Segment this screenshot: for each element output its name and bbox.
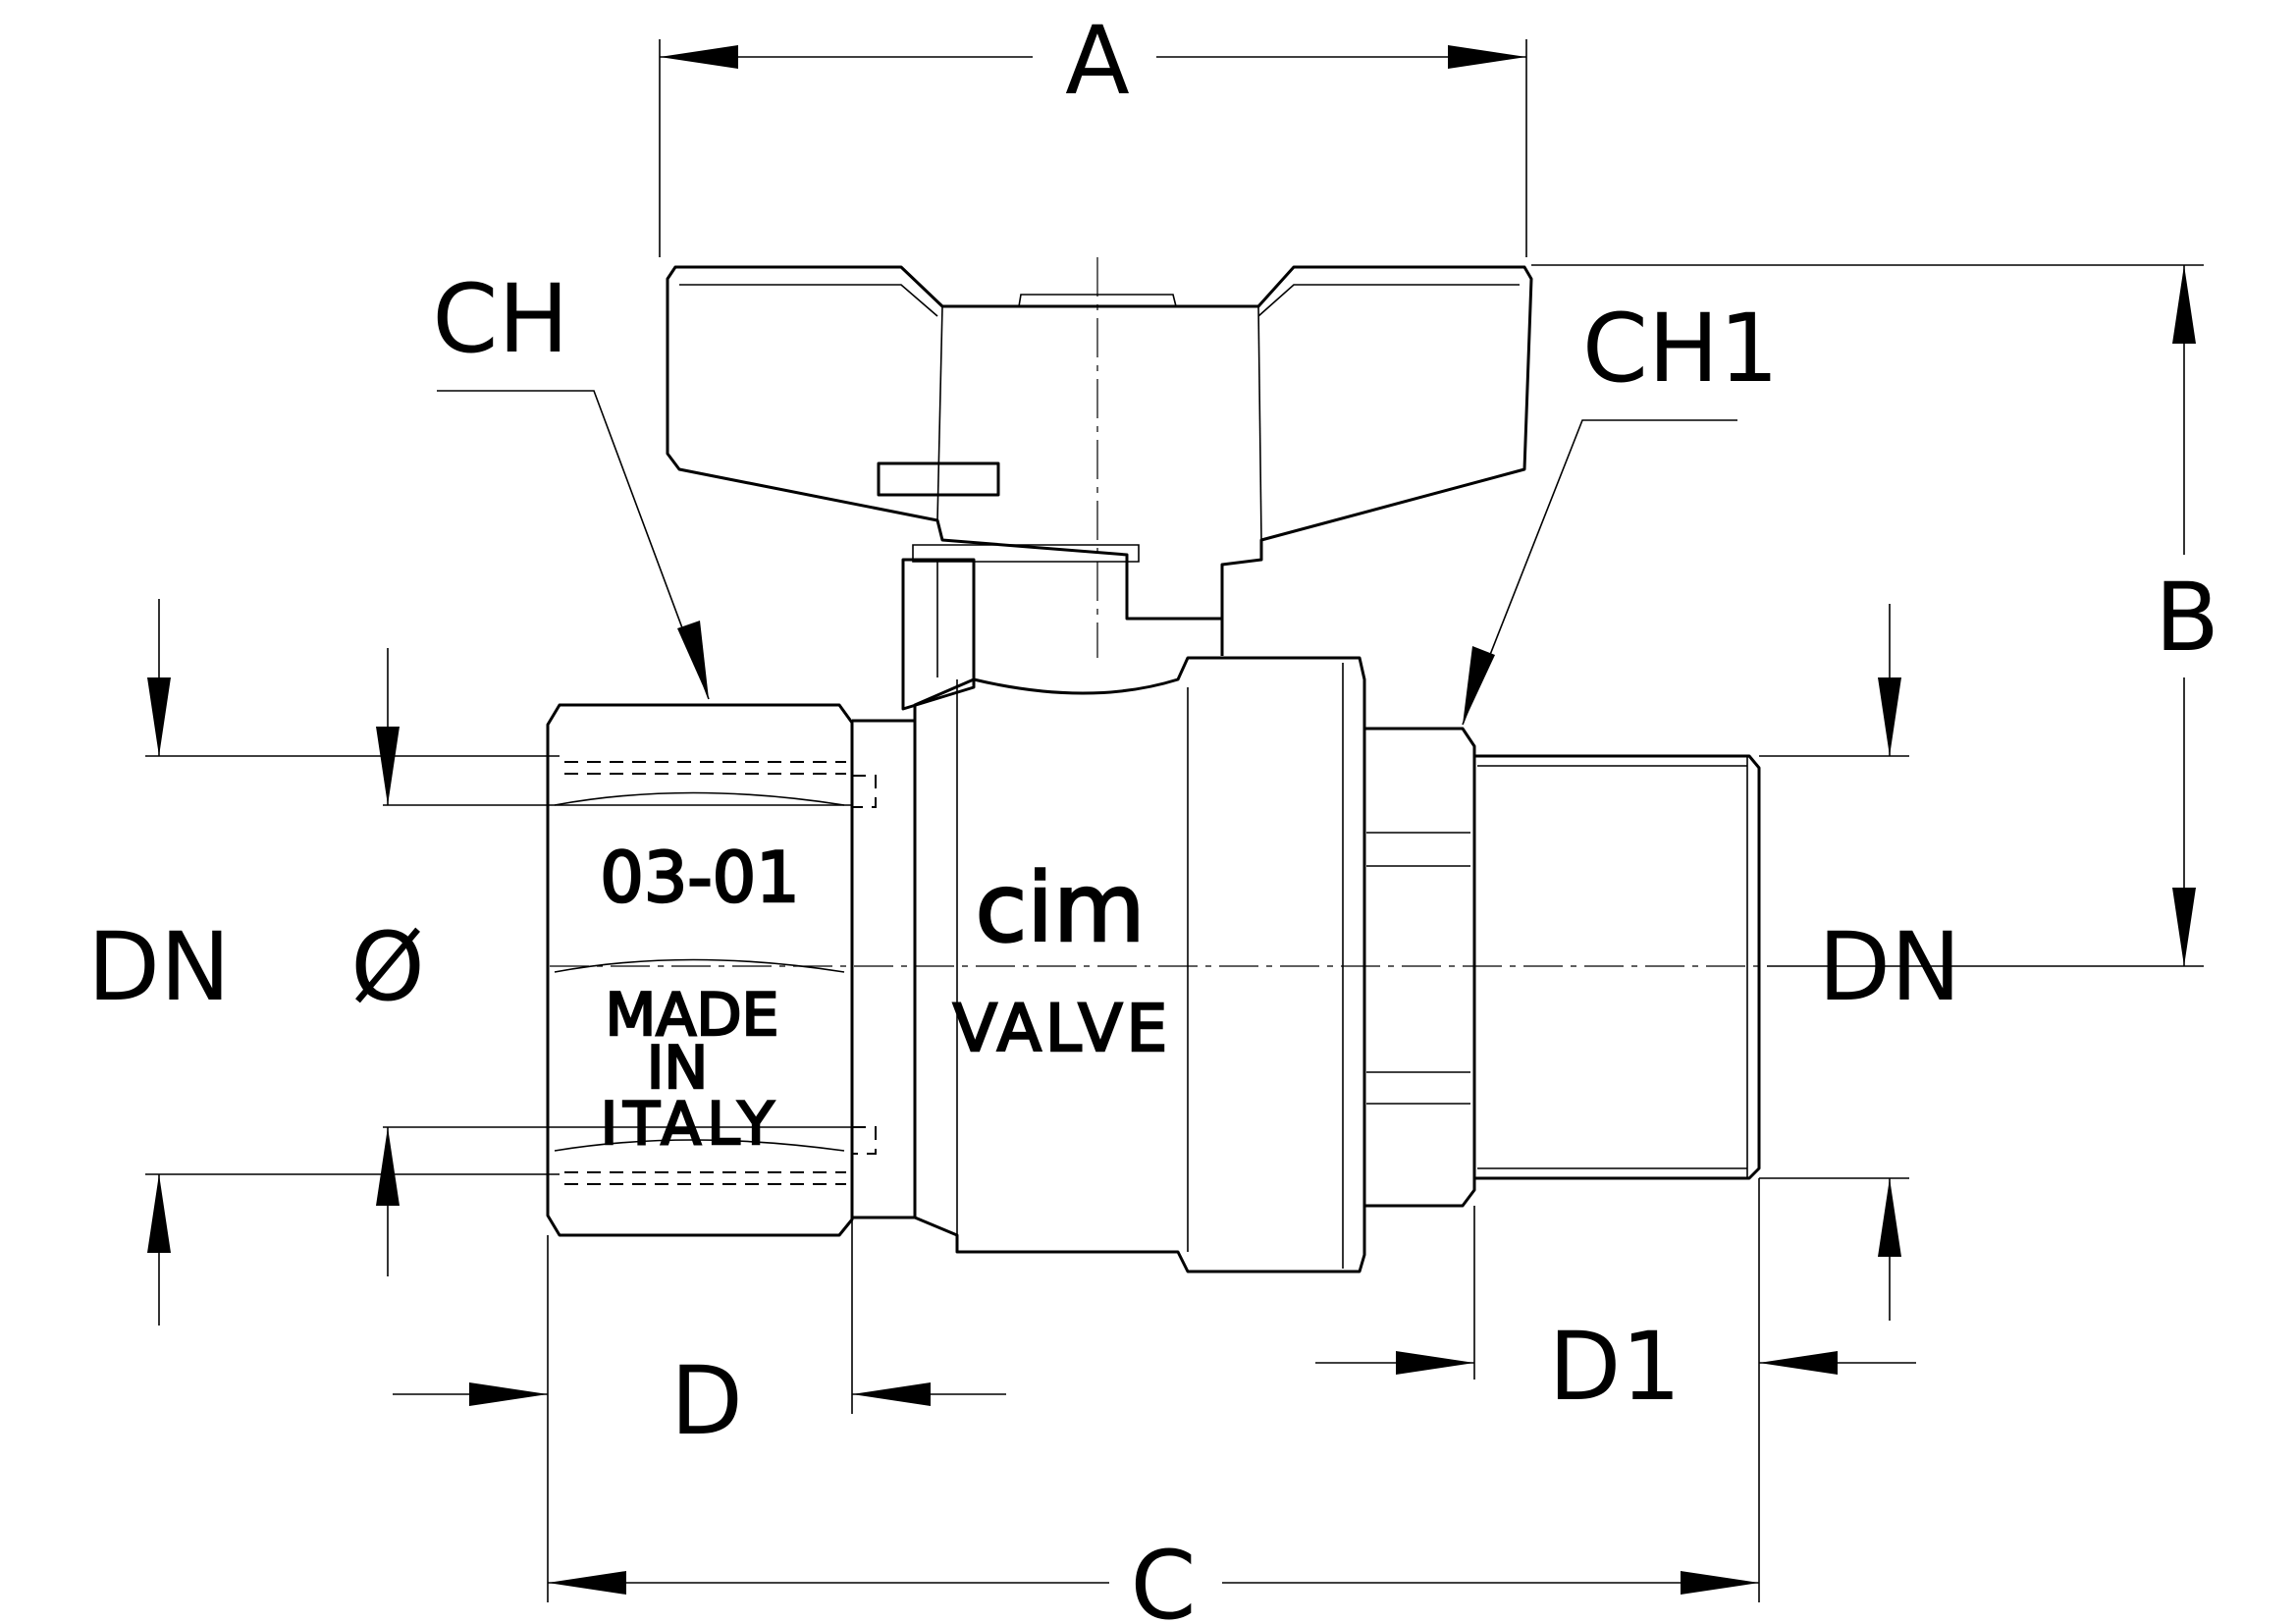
marking-italy: ITALY [601,1090,780,1159]
label-phi: Ø [350,912,425,1022]
marking-brand: cim [976,853,1146,963]
valve-stem [901,558,1224,711]
label-b: B [2155,563,2219,673]
marking-made: MADE [606,981,779,1050]
body-markings: 03-01 MADE IN ITALY cim VALVE [599,837,1171,1161]
leader-ch: CH [432,264,710,700]
label-dn-left: DN [87,912,231,1022]
male-hex-end [1364,727,1476,1208]
dimension-b: B [1531,264,2219,967]
female-hex-end [546,703,877,1237]
dimension-d1: D1 [1315,1206,1916,1422]
dimension-phi: Ø [350,648,852,1276]
body-neck [852,719,917,1219]
male-threaded-end [1474,754,1761,1180]
butterfly-handle [666,265,1533,621]
label-d: D [670,1346,743,1456]
marking-valve: VALVE [953,991,1171,1066]
dimension-a: A [659,6,1527,257]
dimension-dn-right: DN [1759,604,1961,1321]
label-c: C [1130,1531,1196,1624]
label-ch1: CH1 [1582,294,1779,404]
label-a: A [1065,6,1130,116]
handle-stop-tab [877,461,1000,497]
label-d1: D1 [1549,1312,1682,1422]
label-dn-right: DN [1818,912,1961,1022]
dimension-dn-left: DN [87,599,560,1326]
marking-code: 03-01 [600,838,799,918]
leader-ch1: CH1 [1462,294,1779,726]
dimension-c: C [547,1178,1760,1624]
valve-body [913,656,1366,1273]
dimension-d: D [393,1219,1006,1456]
label-ch: CH [432,264,568,374]
marking-in: IN [647,1034,709,1103]
